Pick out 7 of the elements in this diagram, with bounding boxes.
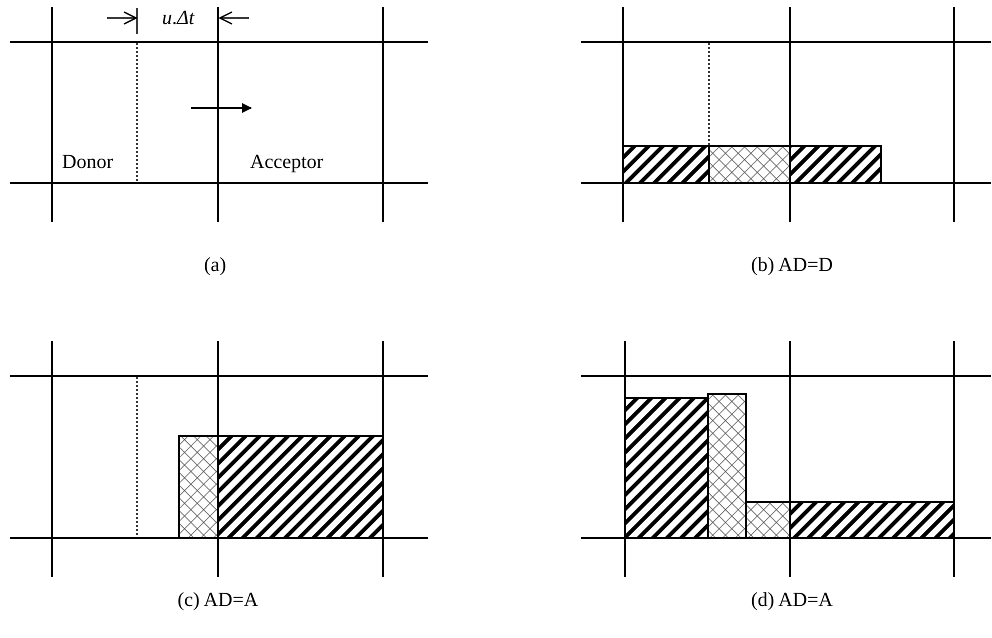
region-label: Acceptor	[250, 152, 324, 172]
panel-caption: (d) AD=A	[751, 590, 833, 610]
panel-caption: (b) AD=D	[751, 255, 833, 275]
panel-caption: (a)	[204, 255, 226, 275]
dimension-label: u.Δt	[162, 8, 194, 28]
region-label: Donor	[62, 152, 114, 172]
panel-caption: (c) AD=A	[178, 590, 258, 610]
